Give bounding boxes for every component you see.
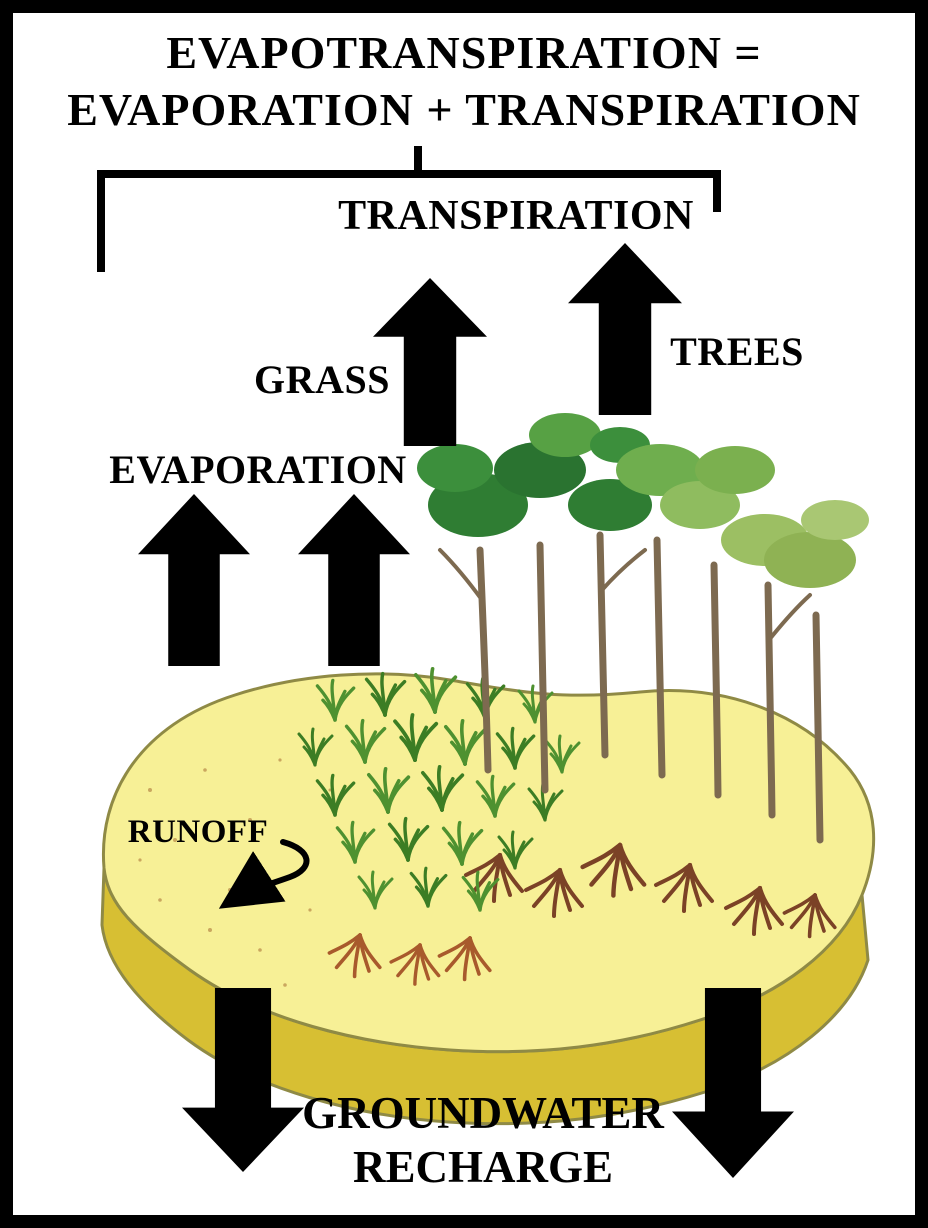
tree-trunk — [536, 541, 549, 794]
runoff-arrow — [218, 839, 310, 909]
tree-canopy — [660, 481, 740, 529]
tree-canopy — [616, 444, 704, 496]
trees-label: TREES — [670, 329, 804, 374]
evaporation-label: EVAPORATION — [109, 447, 407, 492]
title-line-1: EVAPOTRANSPIRATION = — [166, 27, 762, 78]
tree-trunk — [596, 531, 609, 759]
diagram-title: EVAPOTRANSPIRATION = EVAPORATION + TRANS… — [0, 24, 928, 138]
tree-canopy — [417, 444, 493, 492]
grass-label: GRASS — [254, 357, 390, 402]
title-line-2: EVAPORATION + TRANSPIRATION — [67, 84, 861, 135]
runoff-label: RUNOFF — [127, 814, 269, 850]
bracket-left-drop — [97, 170, 105, 272]
tree-trunk — [812, 611, 824, 844]
tree-branch — [438, 548, 484, 602]
tree-canopy — [764, 532, 856, 588]
tree-trunk — [476, 546, 492, 774]
tree-canopy — [695, 446, 775, 494]
tree-canopy — [529, 413, 601, 457]
tree-canopy — [801, 500, 869, 540]
tree-branch — [600, 548, 647, 592]
tree-trunk — [710, 561, 722, 799]
groundwater-line-2: RECHARGE — [352, 1142, 614, 1192]
groundwater-line-1: GROUNDWATER — [302, 1088, 664, 1138]
bracket-horizontal — [97, 170, 721, 178]
tree-trunk — [653, 536, 666, 779]
groundwater-recharge-label: GROUNDWATER RECHARGE — [302, 1086, 664, 1194]
tree-canopy — [568, 479, 652, 531]
bracket-stem — [414, 146, 422, 174]
tree-trunks — [438, 531, 824, 844]
bracket-right-drop — [713, 170, 721, 212]
trees-group — [417, 413, 869, 844]
tree-branch — [767, 593, 812, 642]
tree-trunk — [764, 581, 776, 819]
tree-canopies — [417, 413, 869, 588]
transpiration-label: TRANSPIRATION — [338, 193, 694, 239]
